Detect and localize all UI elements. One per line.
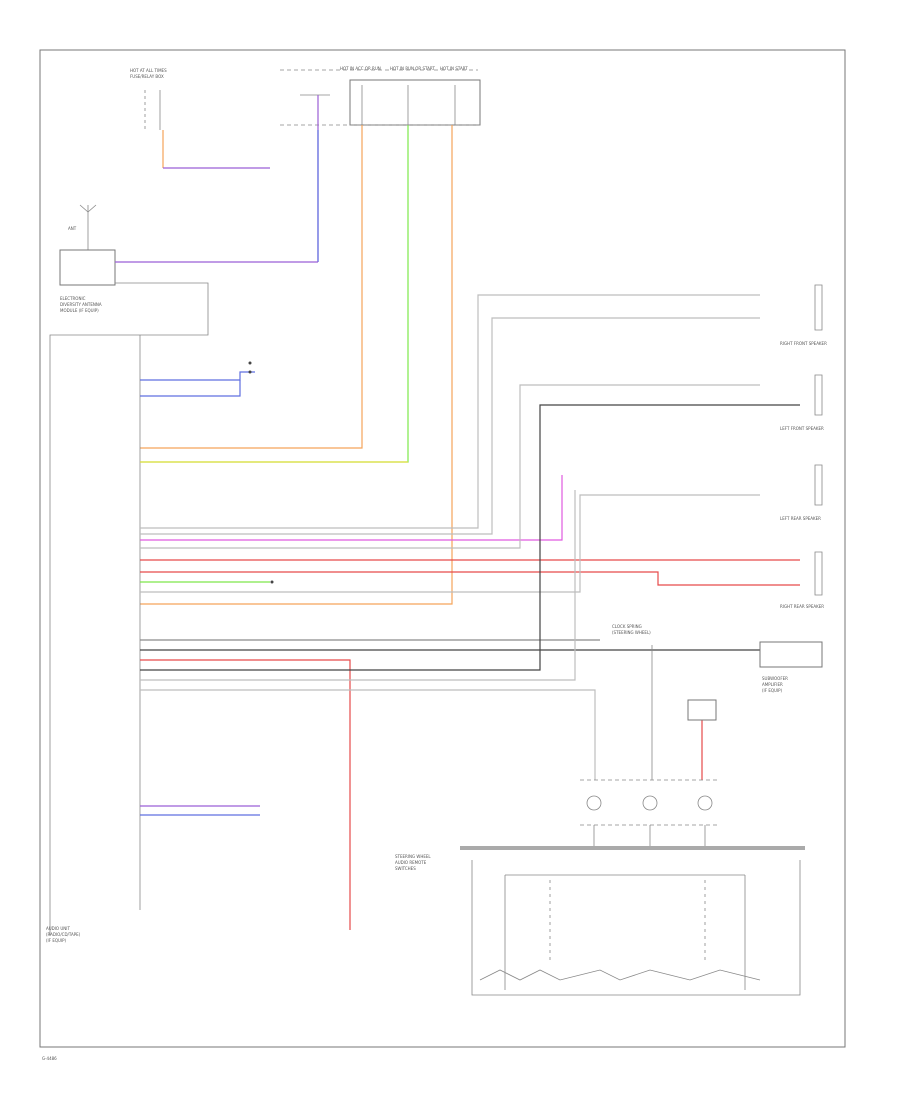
fuse-relay-box-label: FUSE/RELAY BOX <box>130 74 164 79</box>
wire-gray-rf-1 <box>140 294 760 529</box>
horn-relay <box>687 699 717 721</box>
speaker-right-rear: RIGHT REAR SPEAKER <box>780 551 824 609</box>
clock-spring-label-1: CLOCK SPRING <box>612 624 642 629</box>
ground-symbol-1 <box>248 361 252 365</box>
page-label: G-4486 <box>42 1056 57 1061</box>
speaker-left-rear: LEFT REAR SPEAKER <box>780 464 823 521</box>
wire-blue-1 <box>140 371 255 381</box>
wire-orange-long <box>140 125 363 449</box>
antenna-module: ELECTRONIC DIVERSITY ANTENNA MODULE (IF … <box>59 249 318 336</box>
speaker-name-4: RIGHT REAR SPEAKER <box>780 604 824 609</box>
steering-wheel-label-1: STEERING WHEEL <box>395 854 431 859</box>
wire-green-long <box>140 125 409 463</box>
hot-at-all-times-label: HOT AT ALL TIMES <box>130 68 167 73</box>
radio-unit-label-3: (IF EQUIP) <box>46 938 67 943</box>
wire-red-low <box>140 659 351 930</box>
wire-dark-2 <box>140 404 800 671</box>
wire-gray-low2 <box>140 490 576 681</box>
wire-magenta <box>140 475 563 541</box>
wire-blue-2 <box>140 380 241 397</box>
hot-at-all-times-block: HOT AT ALL TIMES FUSE/RELAY BOX <box>130 68 478 130</box>
antenna-module-label-3: MODULE (IF EQUIP) <box>60 308 99 313</box>
amp-label-3: (IF EQUIP) <box>762 688 783 693</box>
amp-label-2: AMPLIFIER <box>762 682 783 687</box>
clock-spring-label-2: (STEERING WHEEL) <box>612 630 651 635</box>
steering-wheel-label-3: SWITCHES <box>395 866 416 871</box>
wire-gray-lf <box>140 384 760 549</box>
wire-gray-lr <box>140 494 760 593</box>
fuse-block-top: HOT IN ACC OR RUN HOT IN RUN OR START HO… <box>280 66 481 126</box>
fuse-panel-outline <box>349 79 481 126</box>
fuse-label-start: HOT IN START <box>440 66 468 71</box>
wire-orange-right <box>140 125 453 605</box>
wire-gray-low3 <box>140 689 596 780</box>
wire-gray-rf-2 <box>140 317 760 535</box>
speaker-left-front: LEFT FRONT SPEAKER <box>780 374 824 431</box>
speaker-right-front: RIGHT FRONT SPEAKER <box>780 284 827 346</box>
steering-wheel-label-2: AUDIO REMOTE <box>395 860 427 865</box>
antenna-module-label-2: DIVERSITY ANTENNA <box>60 302 102 307</box>
radio-unit-label-1: AUDIO UNIT <box>46 926 70 931</box>
antenna-module-box <box>59 249 116 286</box>
steering-wheel-switches: STEERING WHEEL AUDIO REMOTE SWITCHES <box>395 779 805 996</box>
subwoofer-amp-box <box>759 641 823 668</box>
ground-symbol-3 <box>270 580 274 584</box>
antenna-module-label-1: ELECTRONIC <box>60 296 86 301</box>
speaker-name-3: LEFT REAR SPEAKER <box>780 516 821 521</box>
diagram-frame <box>39 49 846 1048</box>
speaker-name-1: RIGHT FRONT SPEAKER <box>780 341 827 346</box>
fuse-label-run: HOT IN RUN OR START <box>390 66 435 71</box>
speaker-name-2: LEFT FRONT SPEAKER <box>780 426 824 431</box>
amp-label-1: SUBWOOFER <box>762 676 788 681</box>
antenna-text: ANT <box>68 226 77 231</box>
radio-unit-label-2: (RADIO/CD/TAPE) <box>46 932 81 937</box>
fuse-label-acc: HOT IN ACC OR RUN <box>340 66 381 71</box>
subwoofer-amp: SUBWOOFER AMPLIFIER (IF EQUIP) <box>759 641 823 693</box>
clock-spring: CLOCK SPRING (STEERING WHEEL) <box>612 624 717 780</box>
ground-symbol-2 <box>248 370 252 374</box>
radio-unit: AUDIO UNIT (RADIO/CD/TAPE) (IF EQUIP) <box>46 334 141 943</box>
antenna: ANT <box>68 204 97 250</box>
wire-red-2 <box>140 571 800 586</box>
